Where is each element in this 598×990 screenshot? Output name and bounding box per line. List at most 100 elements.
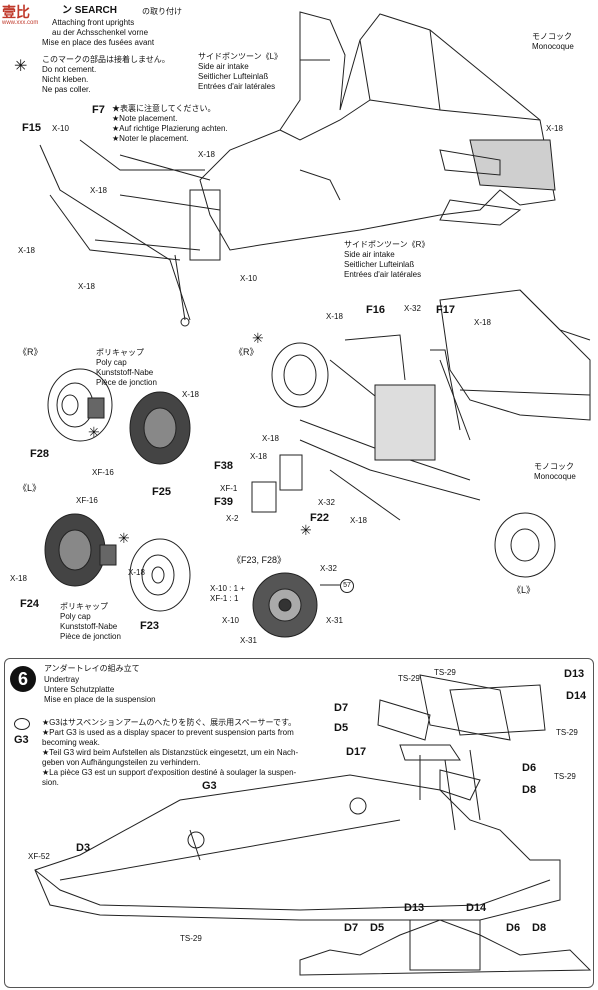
paint-x18-h: X-18 [128,568,145,577]
paint-x18-k: X-18 [262,434,279,443]
step6-title-jp: アンダートレイの組み立て [44,664,140,673]
poly-cap-R-de: Kunststoff-Nabe [96,368,154,377]
poly-cap-R-jp: ポリキャップ [96,348,144,357]
step6-title-de: Untere Schutzplatte [44,685,115,694]
no-cement-icon-F22: ✳ [300,522,312,538]
g3-note-5: geben von Aufhängungsteilen zu verhinder… [42,758,201,767]
note-placement-de: ★Auf richtige Plazierung achten. [112,124,228,133]
part-D8: D8 [522,784,537,796]
side-intake-L-fr: Entrées d'air latérales [198,82,276,91]
part-F28: F28 [30,448,49,460]
step6-number: 6 [10,666,36,692]
no-cement-icon: ✳ [14,58,28,75]
part-F15: F15 [22,122,41,134]
f23-f28-label: 《F23, F28》 [232,555,287,565]
code-ts29-d: TS-29 [556,728,578,737]
code-ts29-e: TS-29 [554,772,576,781]
no-cement-icon-L: ✳ [118,530,130,546]
g3-note-2: ★Part G3 is used as a display spacer to … [42,728,294,737]
part-F23: F23 [140,620,159,632]
paint-x18-m: X-18 [350,516,367,525]
part-D3: D3 [76,842,91,854]
code-ts29-c: TS-29 [434,668,456,677]
side-intake-L-jp: サイドポンツーン《L》 [198,52,283,61]
part-D7-b: D7 [344,922,359,934]
part-D14-b: D14 [466,902,487,914]
note-placement-jp: ★表裏に注意してください。 [112,104,216,113]
paint-x18-d: X-18 [18,246,35,255]
no-cement-fr: Ne pas coller. [42,85,91,94]
x10-ratio-2: XF-1 : 1 [210,594,239,603]
poly-cap-L-jp: ポリキャップ [60,602,108,611]
side-intake-R-jp: サイドポンツーン《R》 [344,240,430,249]
paint-x18-f: X-18 [182,390,199,399]
site-url: www.xxx.com [2,20,39,26]
code-xf52: XF-52 [28,852,50,861]
no-cement-icon-R: ✳ [88,424,100,440]
part-F16: F16 [366,304,385,316]
part-D6-b: D6 [506,922,521,934]
paint-xf16-a: XF-16 [92,468,114,477]
poly-cap-L-de: Kunststoff-Nabe [60,622,118,631]
note-placement-en: ★Note placement. [112,114,178,123]
paint-x31-b: X-31 [240,636,257,645]
paint-xf1: XF-1 [220,484,238,493]
step5-title-partial: ン SEARCH [62,5,118,16]
poly-cap-R-fr: Pièce de jonction [96,378,157,387]
paint-x32-b: X-32 [318,498,335,507]
step5-title-de: au der Achsschenkel vorne [52,28,149,37]
part-D5-b: D5 [370,922,385,934]
monocoque-right-en: Monocoque [534,472,576,481]
paint-x18-c: X-18 [90,186,107,195]
paint-x32-a: X-32 [404,304,421,313]
paint-x10-a: X-10 [52,124,69,133]
part-D6: D6 [522,762,537,774]
part-D13-b: D13 [404,902,425,914]
part-F38: F38 [214,460,233,472]
monocoque-top-en: Monocoque [532,42,574,51]
no-cement-de: Nicht kleben. [42,75,89,84]
side-R-label: 《R》 [18,347,43,357]
code-ts29-a: TS-29 [180,934,202,943]
part-G3-b: G3 [202,780,217,792]
monocoque-right-jp: モノコック [534,462,574,471]
part-D13: D13 [564,668,585,680]
poly-cap-R-en: Poly cap [96,358,127,367]
step5-title-fr: Mise en place des fusées avant [42,38,155,47]
paint-x18-j: X-18 [474,318,491,327]
g3-note-1: ★G3はサスペンションアームのへたりを防ぐ、展示用スペーサーです。 [42,718,297,727]
part-D5: D5 [334,722,349,734]
part-D17: D17 [346,746,367,758]
part-F24: F24 [20,598,39,610]
part-F22: F22 [310,512,329,524]
g3-note-7: sion. [42,778,59,787]
paint-x18-g: X-18 [10,574,27,583]
part-F25: F25 [152,486,171,498]
monocoque-top-jp: モノコック [532,32,572,41]
side-R2-label: 《R》 [234,347,259,357]
paint-x10-b: X-10 [240,274,257,283]
step6-title-en: Undertray [44,675,80,684]
x10-ratio-1: X-10 : 1 + [210,584,245,593]
g3-note-6: ★La pièce G3 est un support d'exposition… [42,768,297,777]
side-intake-R-en: Side air intake [344,250,395,259]
part-F17: F17 [436,304,455,316]
g3-spacer-icon [14,718,30,730]
poly-cap-L-en: Poly cap [60,612,91,621]
paint-x31-a: X-31 [326,616,343,625]
side-L2-label: 《L》 [512,585,536,595]
no-cement-en: Do not cement. [42,65,97,74]
step5-title-en: Attaching front uprights [52,18,135,27]
step6-title-fr: Mise en place de la suspension [44,695,156,704]
code-ts29-b: TS-29 [398,674,420,683]
g3-note-4: ★Teil G3 wird beim Aufstellen als Distan… [42,748,299,757]
note-placement-fr: ★Noter le placement. [112,134,189,143]
side-L-label: 《L》 [18,483,42,493]
paint-x10-c: X-10 [222,616,239,625]
part-D8-b: D8 [532,922,547,934]
part-F7: F7 [92,104,105,116]
paint-x18-a: X-18 [198,150,215,159]
side-intake-L-de: Seitlicher Lufteinlaß [198,72,269,81]
paint-x18-i: X-18 [326,312,343,321]
